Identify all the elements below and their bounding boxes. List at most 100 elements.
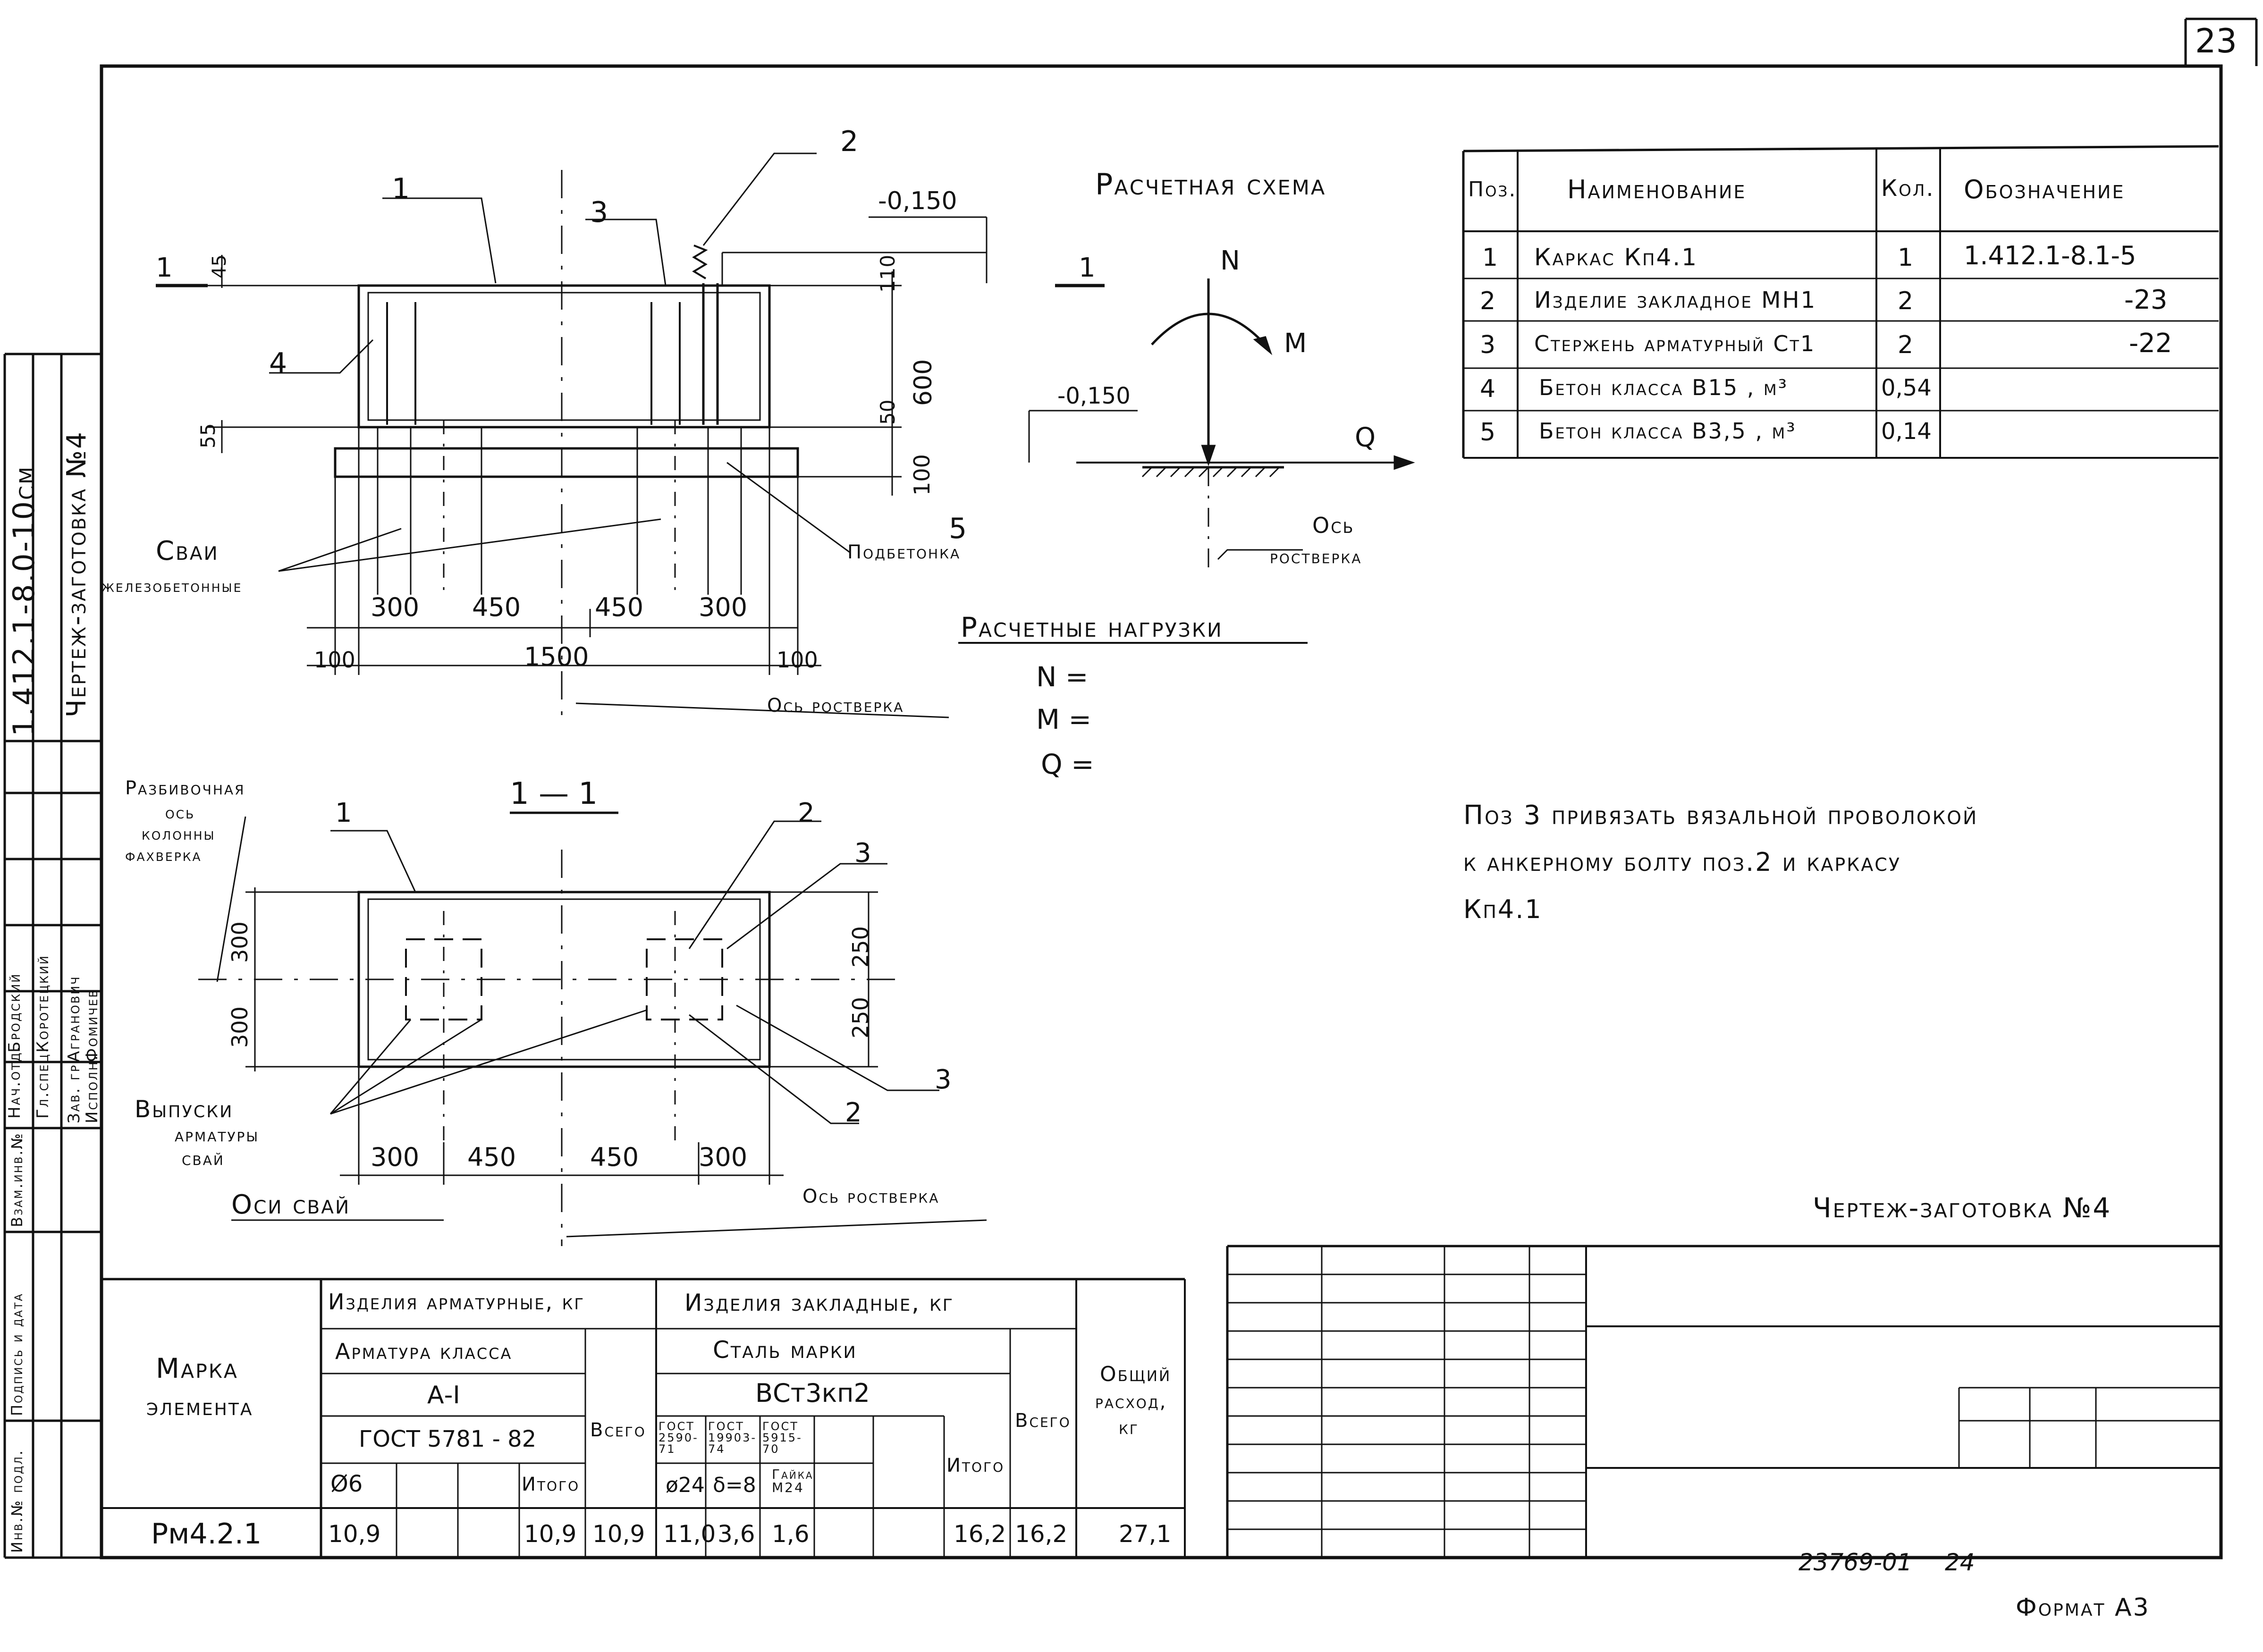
spec-row-4-pos: 4 [1480,375,1496,403]
spec-row-5-pos: 5 [1480,418,1496,447]
outlets-label-3: свай [182,1148,225,1170]
mat-row-v8: 3,6 [718,1520,755,1548]
layout-axis-label-2: ось [165,803,195,823]
outlets-label-2: арматуры [175,1124,260,1146]
spec-row-5-name: Бетон класса В3,5 , м³ [1539,418,1797,444]
mat-row-rebar-total: 10,9 [592,1520,645,1548]
mat-gost-1: ГОСТ 2590-71 [659,1420,699,1456]
inventory-number: 23769-01 [1799,1549,1912,1576]
mat-rebar-group: Изделия арматурные, кг [328,1289,585,1315]
dim-55: 55 [196,423,220,448]
elevation-axis-label: Ось ростверка [767,695,904,716]
stamp-name-3: Фомичев [83,988,101,1062]
loads-title: Расчетные нагрузки [961,611,1223,643]
dim-450-right: 450 [595,592,644,622]
mat-row-overall: 27,1 [1119,1520,1172,1548]
section-axis-label: Ось ростверка [802,1186,940,1207]
dim-45: 45 [209,254,230,278]
callout-2: 2 [840,125,859,158]
mat-mark-header-2: элемента [146,1393,253,1421]
format-label: Формат А3 [2016,1593,2150,1622]
section-title: 1 — 1 [510,776,598,811]
inventory-page: 24 [1945,1549,1975,1576]
dim-100-right: 100 [777,647,818,673]
underlay-label: Подбетонка [847,541,961,563]
spec-row-1-qty: 1 [1898,244,1914,272]
mat-row-nut: 1,6 [772,1520,810,1548]
spec-row-3-qty: 2 [1898,331,1914,359]
mat-rebar-gost: ГОСТ 5781 - 82 [359,1426,537,1452]
load-m: M = [1036,703,1092,735]
scheme-q: Q [1355,422,1376,453]
mat-embed-itogo: Итого [946,1455,1005,1476]
note-line-1: Поз 3 привязать вязальной проволокой [1463,800,1978,831]
stamp-role-2: Зав. гр. [65,1057,84,1123]
side-column-replacement-inventory: Взам.инв.№ [8,1132,26,1227]
mat-overall-1: Общий [1100,1362,1172,1386]
layout-axis-label-1: Разбивочная [125,777,245,799]
mat-row-embed-itogo: 16,2 [954,1520,1006,1548]
stamp-name-1: Коротецкий [34,954,52,1053]
stamp-name-2: Агранович [65,975,84,1062]
callout-3: 3 [590,196,608,229]
mat-steel-grade-label: Сталь марки [713,1336,857,1364]
stamp-role-0: Нач.отд. [5,1045,24,1119]
note-line-3: Кп4.1 [1463,894,1543,924]
mat-sub-24: ø24 [666,1473,705,1497]
mat-sub-8: δ=8 [713,1473,756,1497]
callout-4: 4 [269,347,287,380]
drawing-code-vertical: 1.412.1-8.0-10см [7,465,41,736]
side-column-original-inventory: Инв.№ подл. [8,1449,26,1553]
section-callout-1: 1 [335,798,352,828]
mat-embed-group: Изделия закладные, кг [684,1289,954,1316]
load-n: N = [1036,661,1089,693]
mat-sub-nut: Гайка М24 [772,1467,814,1495]
spec-header-pos: Поз. [1468,177,1517,202]
spec-row-2-qty: 2 [1898,287,1914,315]
layout-axis-label-4: фахверка [125,846,202,865]
section-mark-left: 1 [156,253,173,283]
mat-rebar-itogo: Итого [522,1474,580,1495]
piles-label: Сваи [156,536,219,566]
dim-110: 110 [876,254,899,293]
spec-row-1-name: Каркас Кп4.1 [1534,244,1698,271]
section-dim-450-right: 450 [590,1142,639,1172]
dim-100-vertical: 100 [909,454,935,496]
scheme-n: N [1220,245,1240,276]
mat-rebar-total: Всего [590,1419,646,1441]
mat-rebar-class: Арматура класса [335,1339,513,1364]
stamp-role-3: Исполн. [83,1054,101,1123]
spec-row-5-qty: 0,14 [1881,418,1932,445]
section-dim-300-right: 300 [699,1142,748,1172]
layout-axis-label-3: колонны [142,825,216,844]
mat-overall-3: кг [1119,1417,1139,1439]
mat-row-rebar-itogo: 10,9 [524,1520,577,1548]
level-mark: -0,150 [878,187,957,215]
load-q: Q = [1041,748,1094,780]
drawing-title-bottom: Чертеж-заготовка №4 [1813,1192,2112,1224]
spec-row-3-pos: 3 [1480,331,1496,359]
mat-rebar-grade: А-I [427,1381,460,1409]
spec-header-name: Наименование [1567,175,1747,204]
dim-300-left: 300 [371,592,420,622]
scheme-level: -0,150 [1057,383,1131,409]
mat-embed-total: Всего [1015,1410,1071,1432]
mat-row-embed-total: 16,2 [1015,1520,1068,1548]
stamp-role-1: Гл.спец. [34,1046,52,1119]
section-callout-3-bottom: 3 [935,1064,952,1095]
dim-50: 50 [876,399,899,425]
mat-mark-header-1: Марка [156,1352,238,1384]
callout-1: 1 [392,172,410,205]
spec-row-3-designation: -22 [2129,328,2172,359]
spec-row-2-designation: -23 [2124,285,2168,315]
outlets-label-1: Выпуски [135,1096,234,1123]
section-callout-2-bottom: 2 [845,1097,862,1128]
section-dim-left-bottom: 300 [227,1006,253,1048]
section-callout-2-top: 2 [798,798,815,828]
section-dim-left-top: 300 [227,921,253,963]
callout-5: 5 [949,512,967,545]
section-dim-300-left: 300 [371,1142,420,1172]
mat-row-v24: 11,0 [663,1520,716,1548]
